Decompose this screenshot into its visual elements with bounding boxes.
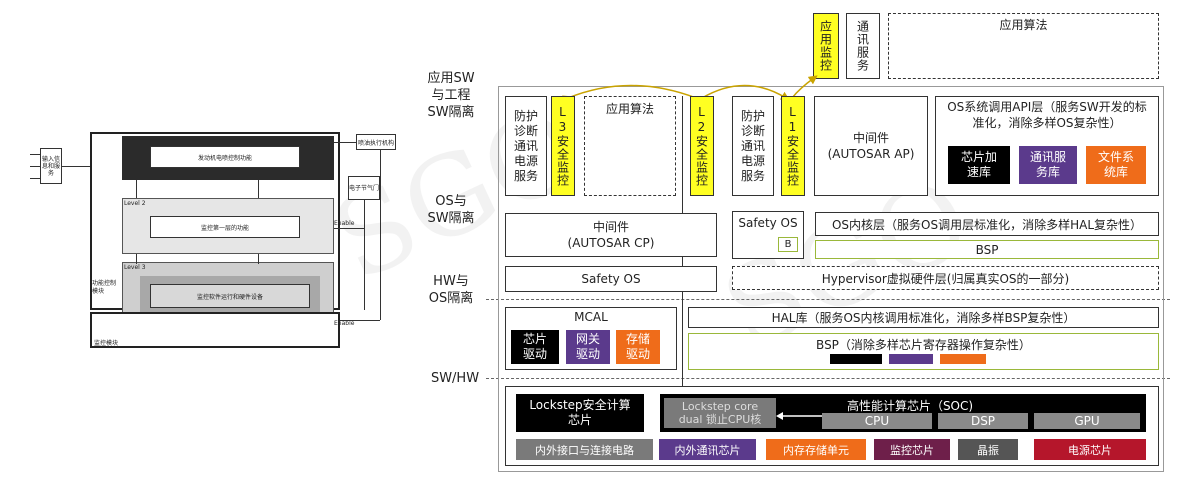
protect-services-label-ap: 防护诊断通讯电源服务 [740, 108, 765, 183]
chip-accel-lib-box: 芯片加 速库 [948, 146, 1010, 184]
safety-os-cp-box: Safety OS [505, 266, 717, 292]
middleware-ap-box: 中间件 (AUTOSAR AP) [814, 96, 928, 196]
l1-monitor-box: L1安全监控 [781, 96, 805, 196]
safety-os-ap-label: Safety OS [738, 216, 798, 230]
lockstep-chip-box: Lockstep安全计算 芯片 [516, 394, 644, 432]
divider-hw-os [486, 299, 1170, 300]
bsp-top-box: BSP [815, 240, 1159, 259]
bsp-swatch-orange [940, 354, 986, 364]
monitor-chip-box: 监控芯片 [874, 439, 950, 460]
label-app-sw-isolation: 应用SW 与工程 SW隔离 [427, 71, 475, 120]
enable-label-2: Enable [334, 320, 355, 327]
cpu-box: CPU [822, 413, 932, 429]
func-ctrl-label: 功能控制模块 [92, 280, 117, 295]
bsp-swatch-purple [889, 354, 933, 364]
level3-label: Level 3 [124, 264, 146, 271]
label-hw-os-isolation: HW与 OS隔离 [428, 274, 474, 306]
b-box: B [778, 237, 798, 252]
mcal-label: MCAL [574, 310, 608, 324]
storage-driver-box: 存储 驱动 [616, 330, 660, 364]
engine-func-box: 发动机电喷控制功能 [150, 146, 300, 168]
input-box: 输入信息和服务 [40, 148, 62, 184]
protect-services-box-ap: 防护诊断通讯电源服务 [732, 96, 774, 196]
comm-chip-box: 内外通讯芯片 [659, 439, 756, 460]
protect-services-box-cp: 防护诊断通讯电源服务 [505, 96, 547, 196]
monitor-l1-box: 监控第一层的功能 [150, 216, 300, 238]
power-chip-box: 电源芯片 [1034, 439, 1146, 460]
monitor-module-frame [90, 312, 340, 348]
hal-box: HAL库（服务OS内核调用标准化，消除多样BSP复杂性） [688, 307, 1159, 328]
label-os-sw-isolation: OS与 SW隔离 [427, 194, 475, 226]
label-sw-hw: SW/HW [430, 371, 480, 386]
monitor-sw-hw-box: 监控软件运行和硬件设备 [150, 284, 310, 308]
file-system-lib-box: 文件系 统库 [1086, 146, 1146, 184]
chip-driver-box: 芯片 驱动 [511, 330, 559, 364]
l2-monitor-box: L2安全监控 [690, 96, 714, 196]
cp-app-algo-box [584, 96, 676, 196]
os-api-label: OS系统调用API层（服务SW开发的标准化，消除多样OS复杂性） [947, 100, 1147, 130]
architecture-frame [498, 86, 1164, 472]
crystal-box: 晶振 [958, 439, 1018, 460]
gpu-box: GPU [1034, 413, 1140, 429]
os-kernel-box: OS内核层（服务OS调用层标准化，消除多样HAL复杂性） [815, 212, 1159, 236]
middleware-cp-box: 中间件 (AUTOSAR CP) [505, 213, 717, 257]
top-app-algo-label: 应用算法 [999, 18, 1048, 32]
hypervisor-box: Hypervisor虚拟硬件层(归属真实OS的一部分) [732, 266, 1159, 290]
enable-label-1: Enable [334, 220, 355, 227]
l3-monitor-box: L3安全监控 [551, 96, 575, 196]
throttle-box: 电子节气门 [348, 176, 380, 200]
core-arrow [776, 412, 822, 420]
cp-app-algo-label: 应用算法 [605, 102, 654, 116]
bsp-label: BSP（消除多样芯片寄存器操作复杂性） [816, 338, 1031, 352]
level2-label: Level 2 [124, 200, 146, 207]
left-diagram: 输入信息和服务 功能控制模块 发动机电喷控制功能 Level 2 监控第一层的功… [28, 128, 408, 363]
io-circuit-box: 内外接口与连接电路 [516, 439, 653, 460]
gateway-driver-box: 网关 驱动 [566, 330, 610, 364]
lockstep-core-box: Lockstep core dual 锁止CPU核 [664, 398, 776, 428]
memory-unit-box: 内存存储单元 [766, 439, 866, 460]
protect-services-label-cp: 防护诊断通讯电源服务 [513, 108, 538, 183]
comm-service-box: 通讯服务 [846, 13, 880, 79]
top-app-algo-box [888, 13, 1159, 79]
comm-service-lib-box: 通讯服 务库 [1019, 146, 1077, 184]
actuator-box: 喷油执行机构 [356, 134, 396, 150]
divider-sw-hw [486, 378, 1170, 379]
dsp-box: DSP [938, 413, 1028, 429]
monitor-module-label: 监控模块 [94, 340, 119, 347]
app-monitor-box: 应用监控 [813, 13, 839, 79]
soc-label: 高性能计算芯片（SOC) [846, 399, 974, 413]
bsp-swatch-black [830, 354, 882, 364]
